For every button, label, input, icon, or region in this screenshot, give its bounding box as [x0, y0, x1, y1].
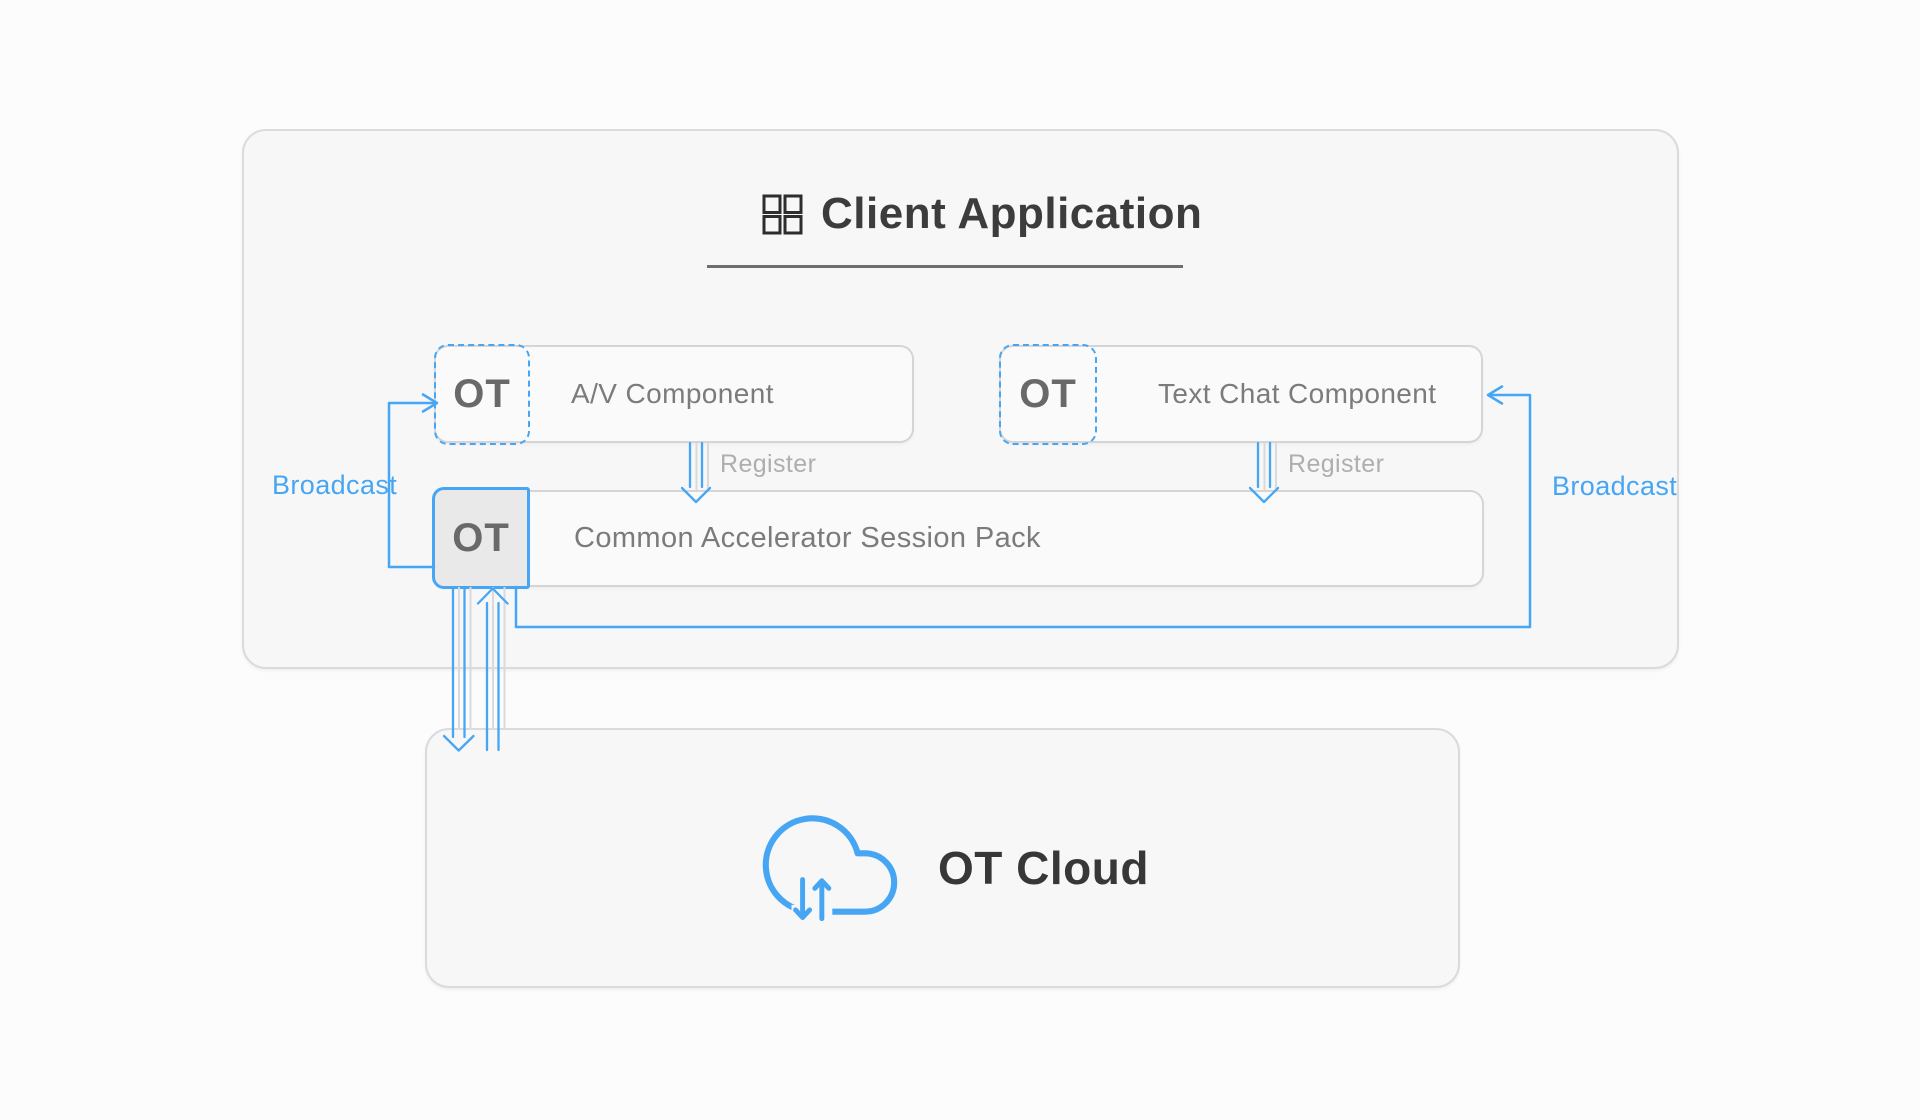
register-label-chat: Register	[1288, 450, 1385, 478]
client-application-title: Client Application	[821, 189, 1203, 238]
broadcast-label-right: Broadcast	[1552, 471, 1678, 501]
register-label-av: Register	[720, 450, 817, 478]
client-application-header: Client Application	[762, 189, 1202, 239]
session-ot-badge: OT	[432, 487, 530, 589]
grid-2x2-icon	[762, 194, 803, 234]
title-underline	[707, 265, 1183, 268]
broadcast-label-left: Broadcast	[272, 470, 398, 500]
ot-cloud-panel	[425, 728, 1460, 988]
session-pack-label: Common Accelerator Session Pack	[574, 522, 1041, 554]
av-ot-badge: OT	[434, 344, 530, 445]
ot-cloud-title: OT Cloud	[938, 842, 1149, 894]
text-chat-component-label: Text Chat Component	[1158, 378, 1437, 409]
cloud-sync-icon	[762, 815, 898, 922]
chat-ot-badge: OT	[999, 344, 1097, 445]
av-component-label: A/V Component	[571, 378, 774, 409]
